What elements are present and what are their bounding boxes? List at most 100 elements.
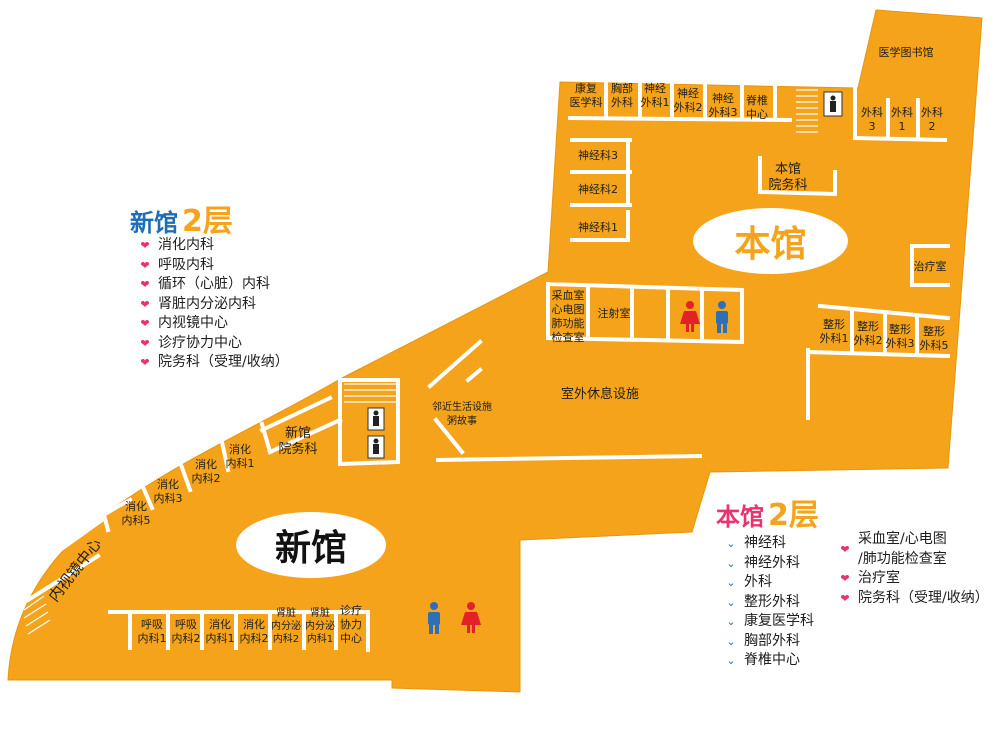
- room-orthopedics-3[interactable]: 整形 外科3: [885, 323, 915, 350]
- room-neurosurgery-2[interactable]: 神经 外科2: [673, 87, 703, 114]
- female-restroom-icon: [461, 301, 700, 633]
- room-digestive-1[interactable]: 消化 内科1: [225, 443, 255, 470]
- room-neurology-3[interactable]: 神经科3: [578, 149, 618, 162]
- chevron-down-icon: ⌄: [726, 595, 736, 609]
- room-kidney-endocrine-2[interactable]: 肾脏 内分泌 内科2: [271, 608, 301, 645]
- legend-item[interactable]: ❤ 院务科（受理/收纳）: [838, 589, 989, 609]
- legend-item-label: 院务科（受理/收纳）: [158, 354, 289, 370]
- legend-item[interactable]: ❤ 采血室/心电图 /肺功能检查室: [838, 530, 989, 569]
- legend-item-label: 院务科（受理/收纳）: [858, 589, 989, 606]
- room-respiratory-1[interactable]: 呼吸 内科1: [137, 618, 167, 645]
- room-neurosurgery-3[interactable]: 神经 外科3: [708, 92, 738, 119]
- legend-item[interactable]: ❤ 肾脏内分泌内科: [138, 295, 289, 315]
- legend-item-label: 内视镜中心: [158, 315, 228, 331]
- room-rehab[interactable]: 康复 医学科: [569, 82, 603, 109]
- legend-item-label: 神经外科: [744, 554, 800, 571]
- room-orthopedics-5[interactable]: 整形 外科5: [919, 325, 949, 352]
- area-outdoor-rest[interactable]: 室外休息设施: [560, 387, 639, 402]
- room-surgery-3[interactable]: 外科 3: [861, 106, 883, 133]
- legend-item-label: 肾脏内分泌内科: [158, 295, 256, 312]
- room-neighbor-porridge[interactable]: 邻近生活设施 粥故事: [432, 402, 492, 427]
- legend-item[interactable]: ❤循环（心脏）内科: [138, 275, 289, 295]
- legend-item-label: 采血室/心电图 /肺功能检查室: [858, 531, 947, 567]
- room-digestive-3[interactable]: 消化 内科3: [153, 478, 183, 505]
- legend-item-label: 外科: [744, 574, 772, 590]
- room-surgery-1[interactable]: 外科 1: [891, 106, 913, 133]
- legend-item[interactable]: ❤ 消化内科: [138, 236, 289, 256]
- room-treatment[interactable]: 治疗室: [913, 260, 947, 273]
- legend-item-label: 神经科: [744, 535, 786, 551]
- main-building-department-list-2: ❤ 采血室/心电图 /肺功能检查室 ❤ 治疗室 ❤ 院务科（受理/收纳）: [838, 530, 989, 609]
- room-digestive-2[interactable]: 消化 内科2: [191, 458, 221, 485]
- room-respiratory-2[interactable]: 呼吸 内科2: [171, 618, 201, 645]
- legend-item[interactable]: ⌄外科: [724, 573, 814, 593]
- legend-item-label: 康复医学科: [744, 613, 814, 629]
- main-building-hall[interactable]: 本馆: [693, 208, 848, 274]
- stairs-icon: [23, 89, 818, 635]
- legend-item[interactable]: ⌄ 脊椎中心: [724, 651, 814, 671]
- heart-icon: ❤: [140, 297, 150, 311]
- room-diagnostic-coop[interactable]: 诊疗 协力 中心: [340, 604, 362, 645]
- heart-icon: ❤: [840, 542, 850, 556]
- room-main-office[interactable]: 本馆 院务科: [768, 162, 808, 193]
- main-building-floor: 2层: [768, 498, 819, 533]
- heart-icon: ❤: [840, 572, 850, 585]
- legend-item-label: 消化内科: [158, 237, 214, 253]
- heart-icon: ❤: [140, 317, 150, 330]
- room-orthopedics-2[interactable]: 整形 外科2: [853, 320, 883, 347]
- heart-icon: ❤: [140, 336, 150, 350]
- legend-item[interactable]: ⌄胸部外科: [724, 632, 814, 652]
- chevron-down-icon: ⌄: [726, 556, 736, 570]
- new-building-floor: 2层: [182, 204, 233, 239]
- legend-item-label: 诊疗协力中心: [158, 334, 242, 351]
- room-kidney-endocrine-1[interactable]: 肾脏 内分泌 内科1: [305, 608, 335, 645]
- heart-icon: ❤: [840, 591, 850, 605]
- chevron-down-icon: ⌄: [726, 634, 736, 648]
- room-chest-surgery[interactable]: 胸部 外科: [611, 82, 633, 109]
- heart-icon: ❤: [140, 356, 150, 369]
- legend-item[interactable]: ⌄ 整形外科: [724, 593, 814, 613]
- legend-item[interactable]: ⌄ 康复医学科: [724, 612, 814, 632]
- legend-item[interactable]: ❤ 呼吸内科: [138, 256, 289, 276]
- legend-item[interactable]: ⌄ 神经科: [724, 534, 814, 554]
- male-restroom-icon: [428, 301, 728, 634]
- chevron-down-icon: ⌄: [726, 615, 736, 628]
- room-neurology-2[interactable]: 神经科2: [578, 183, 618, 196]
- legend-item-label: 治疗室: [858, 570, 900, 586]
- elevator-icon: [367, 91, 843, 459]
- legend-item[interactable]: ⌄ 神经外科: [724, 554, 814, 574]
- room-surgery-2[interactable]: 外科 2: [921, 106, 943, 133]
- chevron-down-icon: ⌄: [726, 654, 736, 667]
- room-spine-center[interactable]: 脊椎 中心: [746, 94, 768, 121]
- room-injection[interactable]: 注射室: [597, 307, 631, 320]
- room-digestive-2b[interactable]: 消化 内科2: [239, 618, 269, 645]
- legend-item[interactable]: ❤ 诊疗协力中心: [138, 334, 289, 354]
- legend-item-label: 循环（心脏）内科: [158, 276, 270, 292]
- legend-item[interactable]: ❤ 内视镜中心: [138, 314, 289, 334]
- legend-item-label: 整形外科: [744, 593, 800, 610]
- room-neurosurgery-1[interactable]: 神经 外科1: [640, 82, 670, 109]
- room-neurology-1[interactable]: 神经科1: [578, 221, 618, 234]
- room-blood-ecg-lung[interactable]: 采血室 心电图 肺功能 检查室: [551, 289, 585, 344]
- legend-item-label: 呼吸内科: [158, 256, 214, 273]
- main-building-title: 本馆: [716, 503, 764, 531]
- legend-item-label: 脊椎中心: [744, 652, 800, 668]
- legend-item[interactable]: ❤ 院务科（受理/收纳）: [138, 353, 289, 373]
- room-digestive-5[interactable]: 消化 内科5: [121, 500, 151, 527]
- main-building-department-list-1: ⌄神经科⌄神经外科⌄外科⌄整形外科⌄康复医学科⌄胸部外科⌄脊椎中心: [724, 534, 814, 671]
- chevron-down-icon: ⌄: [726, 537, 736, 550]
- room-library[interactable]: 医学图书馆: [878, 46, 934, 59]
- room-orthopedics-1[interactable]: 整形 外科1: [819, 318, 849, 345]
- heart-icon: ❤: [140, 239, 150, 252]
- legend-item[interactable]: ❤ 治疗室: [838, 569, 989, 589]
- room-digestive-1b[interactable]: 消化 内科1: [205, 618, 235, 645]
- new-building-hall[interactable]: 新馆: [236, 512, 386, 578]
- heart-icon: ❤: [140, 258, 150, 272]
- new-building-title: 新馆: [130, 209, 178, 237]
- room-new-office[interactable]: 新馆 院务科: [278, 426, 318, 457]
- new-building-department-list: ❤消化内科❤呼吸内科❤循环（心脏）内科❤肾脏内分泌内科❤内视镜中心❤诊疗协力中心…: [138, 236, 289, 373]
